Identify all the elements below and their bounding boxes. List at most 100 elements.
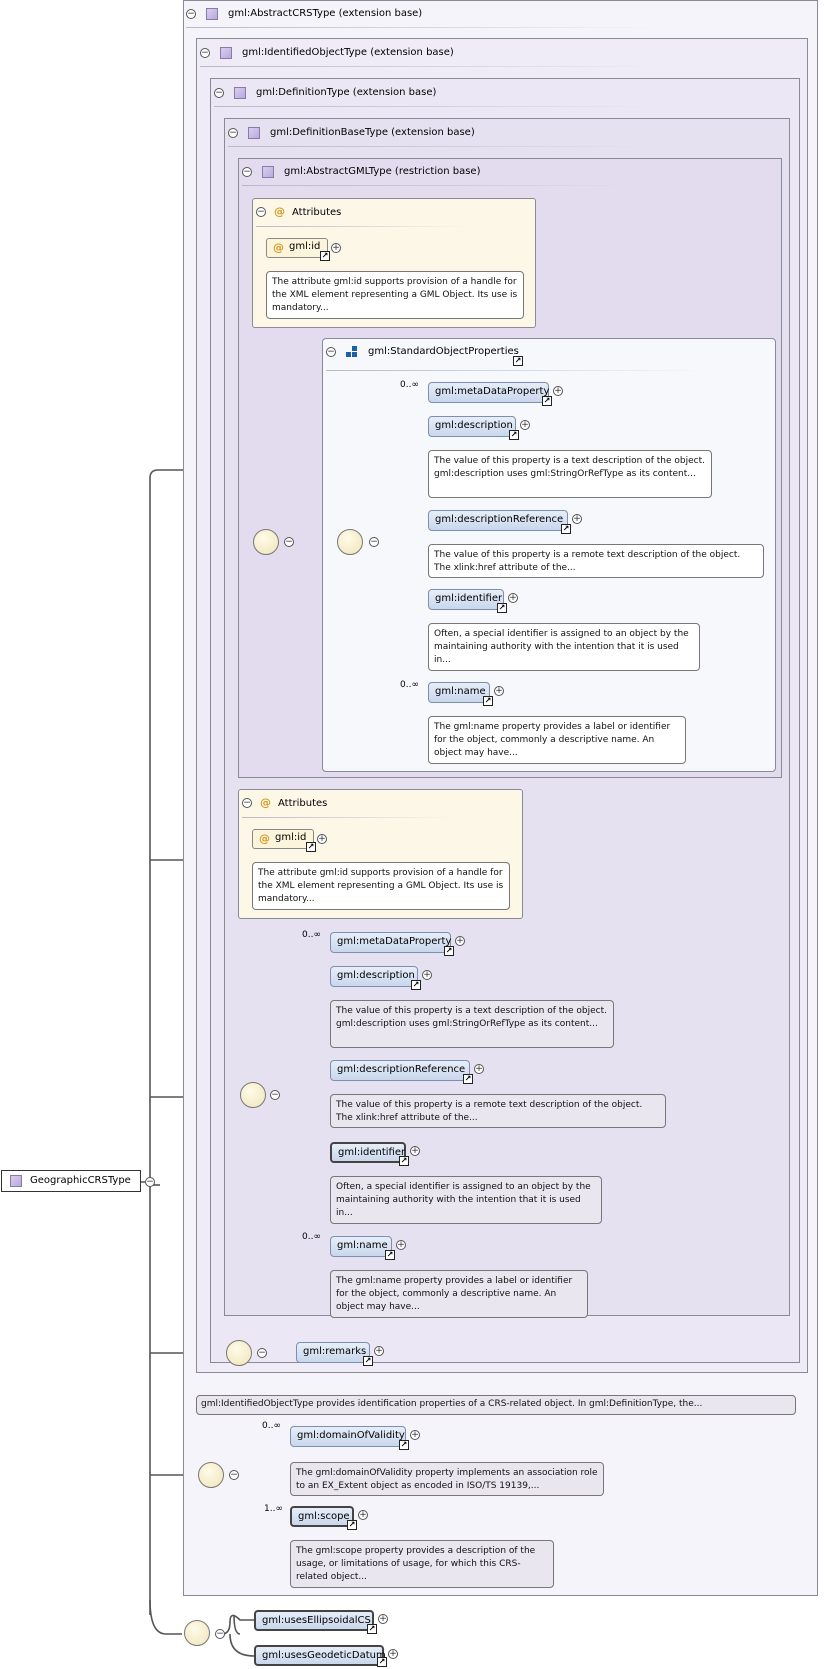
expand-button[interactable]: +: [474, 1064, 484, 1074]
element-metadata-property[interactable]: gml:metaDataProperty: [330, 932, 451, 953]
element-identifier[interactable]: gml:identifier: [428, 589, 504, 610]
sequence-compositor-icon[interactable]: [226, 1340, 252, 1366]
element-description-reference[interactable]: gml:descriptionReference: [428, 510, 568, 531]
link-icon[interactable]: ↗: [367, 1624, 377, 1634]
element-name[interactable]: gml:name: [330, 1236, 392, 1257]
complex-type-icon: [206, 8, 218, 20]
description-doc: The value of this property is a text des…: [428, 450, 712, 498]
title-divider: [228, 146, 648, 147]
link-icon[interactable]: ↗: [399, 1440, 409, 1450]
element-description[interactable]: gml:description: [428, 416, 516, 437]
collapse-group-button[interactable]: −: [326, 347, 336, 357]
expand-button[interactable]: +: [331, 243, 341, 253]
link-icon[interactable]: ↗: [306, 842, 316, 852]
root-element-label: GeographicCRSType: [30, 1175, 131, 1186]
expand-button[interactable]: +: [358, 1510, 368, 1520]
title-divider: [242, 817, 452, 818]
expand-button[interactable]: +: [378, 1614, 388, 1624]
expand-button[interactable]: +: [317, 834, 327, 844]
collapse-attributes-button[interactable]: −: [242, 798, 252, 808]
attribute-gml-id[interactable]: @ gml:id: [252, 829, 314, 849]
element-domain-of-validity[interactable]: gml:domainOfValidity: [290, 1426, 406, 1447]
collapse-attributes-button[interactable]: −: [256, 207, 266, 217]
link-icon[interactable]: ↗: [497, 603, 507, 613]
element-description[interactable]: gml:description: [330, 966, 418, 987]
sequence-compositor-icon[interactable]: [198, 1462, 224, 1488]
collapse-sequence-button[interactable]: −: [215, 1629, 225, 1639]
expand-button[interactable]: +: [572, 514, 582, 524]
link-icon[interactable]: ↗: [483, 696, 493, 706]
element-identifier[interactable]: gml:identifier: [330, 1142, 406, 1163]
element-description-reference[interactable]: gml:descriptionReference: [330, 1060, 470, 1081]
collapse-definition-button[interactable]: −: [214, 88, 224, 98]
link-icon[interactable]: ↗: [513, 356, 523, 366]
attribute-gml-id[interactable]: @ gml:id: [266, 238, 328, 258]
link-icon[interactable]: ↗: [320, 251, 330, 261]
link-icon[interactable]: ↗: [385, 1250, 395, 1260]
element-remarks[interactable]: gml:remarks: [296, 1342, 370, 1363]
frame-title-identified-object: gml:IdentifiedObjectType (extension base…: [242, 47, 454, 58]
collapse-sequence-button[interactable]: −: [257, 1348, 267, 1358]
link-icon[interactable]: ↗: [509, 430, 519, 440]
sequence-compositor-icon[interactable]: [253, 529, 279, 555]
attribute-icon: @: [274, 205, 285, 218]
link-icon[interactable]: ↗: [399, 1156, 409, 1166]
element-scope[interactable]: gml:scope: [290, 1506, 354, 1527]
sequence-compositor-icon[interactable]: [337, 529, 363, 555]
title-divider: [214, 106, 654, 107]
complex-type-icon: [234, 87, 246, 99]
complex-type-icon: [220, 47, 232, 59]
link-icon[interactable]: ↗: [542, 396, 552, 406]
link-icon[interactable]: ↗: [411, 980, 421, 990]
identifier-doc: Often, a special identifier is assigned …: [330, 1176, 602, 1224]
attribute-gml-id-doc: The attribute gml:id supports provision …: [266, 271, 524, 319]
group-icon: [346, 346, 358, 358]
description-reference-doc: The value of this property is a remote t…: [330, 1094, 666, 1128]
link-icon[interactable]: ↗: [561, 524, 571, 534]
link-icon[interactable]: ↗: [347, 1520, 357, 1530]
collapse-definition-base-button[interactable]: −: [228, 128, 238, 138]
collapse-sequence-button[interactable]: −: [270, 1090, 280, 1100]
expand-button[interactable]: +: [455, 936, 465, 946]
expand-button[interactable]: +: [494, 686, 504, 696]
attribute-icon: @: [260, 796, 271, 809]
collapse-sequence-button[interactable]: −: [284, 537, 294, 547]
collapse-sequence-button[interactable]: −: [369, 537, 379, 547]
link-icon[interactable]: ↗: [363, 1356, 373, 1366]
attributes-title: Attributes: [278, 798, 328, 809]
element-uses-geodetic-datum[interactable]: gml:usesGeodeticDatum: [254, 1645, 386, 1666]
expand-button[interactable]: +: [553, 386, 563, 396]
expand-button[interactable]: +: [374, 1346, 384, 1356]
title-divider: [200, 66, 660, 67]
link-icon[interactable]: ↗: [444, 946, 454, 956]
name-doc: The gml:name property provides a label o…: [428, 716, 686, 764]
collapse-abstract-crs-button[interactable]: −: [186, 9, 196, 19]
expand-button[interactable]: +: [396, 1240, 406, 1250]
element-metadata-property[interactable]: gml:metaDataProperty: [428, 382, 549, 403]
description-doc: The value of this property is a text des…: [330, 1000, 614, 1048]
collapse-root-button[interactable]: −: [145, 1177, 155, 1187]
complex-type-icon: [248, 127, 260, 139]
element-name[interactable]: gml:name: [428, 682, 490, 703]
root-element-box[interactable]: GeographicCRSType: [1, 1170, 141, 1192]
collapse-abstract-gml-button[interactable]: −: [242, 167, 252, 177]
expand-button[interactable]: +: [422, 970, 432, 980]
attributes-title: Attributes: [292, 207, 342, 218]
expand-button[interactable]: +: [508, 593, 518, 603]
frame-title-definition: gml:DefinitionType (extension base): [256, 87, 437, 98]
expand-button[interactable]: +: [388, 1649, 398, 1659]
frame-title-abstract-crs: gml:AbstractCRSType (extension base): [228, 8, 423, 19]
sequence-compositor-icon[interactable]: [184, 1620, 210, 1646]
expand-button[interactable]: +: [410, 1146, 420, 1156]
collapse-sequence-button[interactable]: −: [229, 1470, 239, 1480]
link-icon[interactable]: ↗: [463, 1074, 473, 1084]
cardinality-label: 0..∞: [262, 1421, 281, 1431]
collapse-identified-object-button[interactable]: −: [200, 48, 210, 58]
link-icon[interactable]: ↗: [377, 1657, 387, 1667]
sequence-compositor-icon[interactable]: [240, 1082, 266, 1108]
element-uses-ellipsoidal-cs[interactable]: gml:usesEllipsoidalCS: [254, 1610, 374, 1631]
expand-button[interactable]: +: [520, 420, 530, 430]
description-reference-doc: The value of this property is a remote t…: [428, 544, 764, 578]
expand-button[interactable]: +: [410, 1430, 420, 1440]
attribute-label: gml:id: [289, 241, 321, 252]
